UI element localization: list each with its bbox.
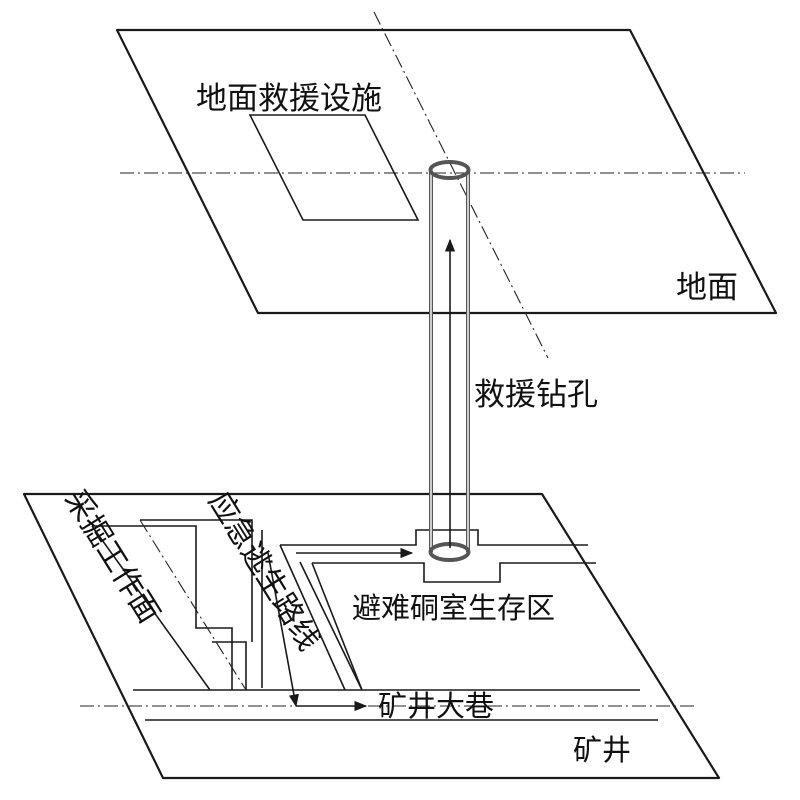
mine-label: 矿井 — [573, 733, 631, 767]
escape-route-label: 应急逃生路线 — [201, 486, 326, 657]
refuge-chamber-left-wall — [311, 562, 363, 691]
surface-facility-area — [248, 114, 420, 221]
refuge-corridor-top — [280, 529, 588, 546]
ground-label: 地面 — [676, 270, 738, 306]
mining-face-left-edge — [91, 525, 211, 691]
mining-face-diagonal-axis — [139, 519, 247, 691]
escape-corridor-right — [279, 544, 346, 691]
mine-plane: 避难硐室生存区 矿井大巷 矿井 采掘工作面 应急逃生路线 — [22, 484, 721, 780]
mining-face-outline — [92, 525, 233, 690]
rescue-borehole: 救援钻孔 — [428, 160, 598, 562]
refuge-chamber-label: 避难硐室生存区 — [352, 591, 555, 625]
main-roadway-label: 矿井大巷 — [378, 689, 494, 723]
mining-face-inner-edge — [212, 641, 247, 690]
surface-facility-label: 地面救援设施 — [196, 81, 382, 117]
borehole-top-opening — [428, 160, 471, 180]
refuge-corridor-bottom — [312, 562, 596, 583]
escape-corridor-mid — [299, 561, 363, 691]
mine-plane-outline — [22, 492, 721, 780]
borehole-diagonal-axis — [373, 11, 549, 359]
mining-face-label: 采掘工作面 — [57, 484, 166, 630]
ground-plane-outline — [115, 28, 778, 315]
rescue-borehole-label: 救援钻孔 — [474, 377, 598, 413]
ground-plane: 地面救援设施 地面 — [115, 28, 778, 315]
escape-arrow-down — [267, 552, 299, 708]
mining-face-gate-edge — [140, 519, 253, 642]
